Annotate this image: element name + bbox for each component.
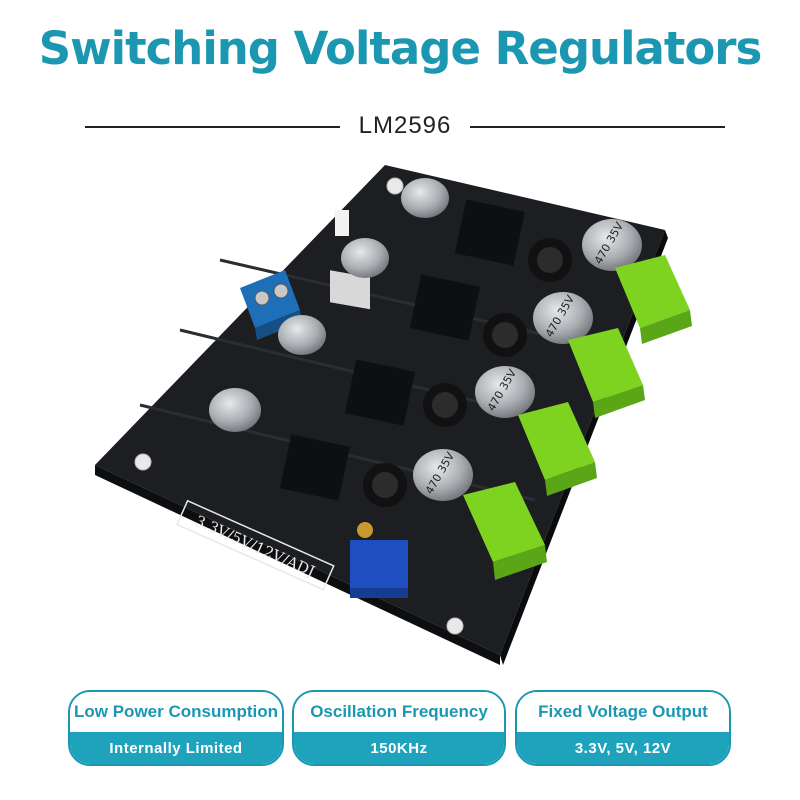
channel-1: 470 35V	[454, 199, 642, 282]
feature-card-frequency: Oscillation Frequency 150KHz	[292, 690, 506, 766]
input-capacitors	[209, 178, 449, 432]
pcb-board-illustration: 470 35V 470 35V 470 35V 470 35V	[95, 165, 692, 665]
channel-3: 470 35V	[344, 359, 535, 427]
feature-title: Low Power Consumption	[70, 692, 282, 732]
feature-value: Internally Limited	[70, 732, 282, 764]
feature-title: Oscillation Frequency	[294, 692, 504, 732]
product-photo: 470 35V 470 35V 470 35V 470 35V	[0, 150, 800, 670]
input-terminal-blue	[240, 270, 302, 340]
feature-card-power: Low Power Consumption Internally Limited	[68, 690, 284, 766]
feature-title: Fixed Voltage Output	[517, 692, 729, 732]
subtitle-row: LM2596	[0, 108, 800, 144]
divider-right	[470, 126, 725, 128]
channel-2: 470 35V	[409, 274, 593, 357]
slide-switch	[330, 210, 370, 310]
divider-left	[85, 126, 340, 128]
channel-4: 470 35V	[279, 434, 473, 507]
feature-card-output: Fixed Voltage Output 3.3V, 5V, 12V	[515, 690, 731, 766]
trim-potentiometer	[350, 522, 408, 598]
model-subtitle: LM2596	[358, 112, 452, 139]
feature-value: 3.3V, 5V, 12V	[517, 732, 729, 764]
feature-value: 150KHz	[294, 732, 504, 764]
output-terminals-green	[463, 255, 692, 580]
page-title: Switching Voltage Regulators	[38, 22, 763, 75]
features-row: Low Power Consumption Internally Limited…	[0, 690, 800, 770]
